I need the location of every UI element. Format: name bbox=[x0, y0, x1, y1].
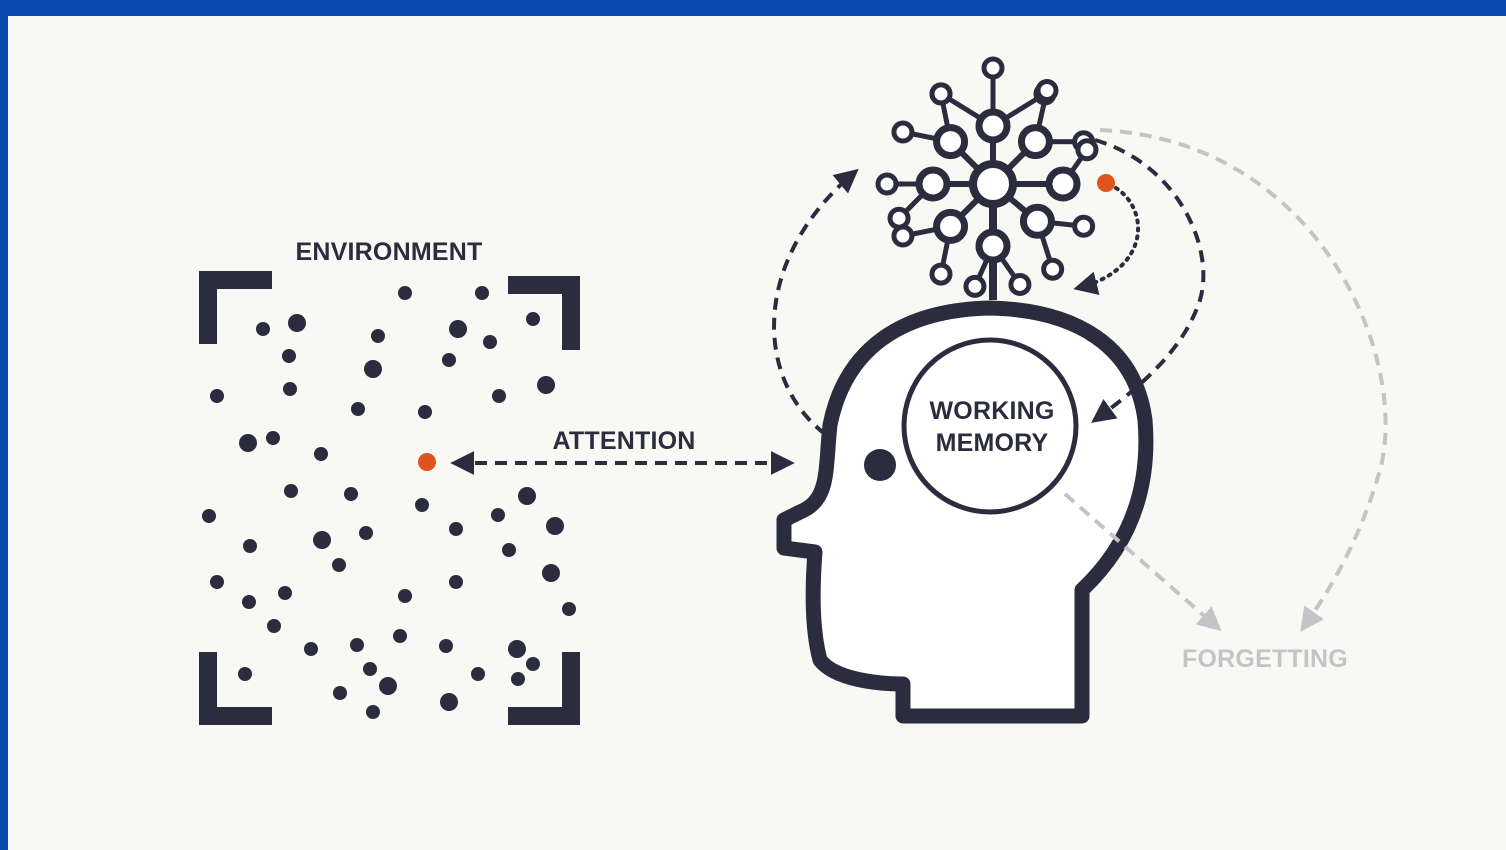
environment-dot bbox=[242, 595, 256, 609]
environment-dot bbox=[449, 320, 467, 338]
network-leaf-node bbox=[1075, 138, 1099, 162]
environment-dot bbox=[366, 705, 380, 719]
network-leaf-node bbox=[1072, 214, 1096, 238]
environment-dot bbox=[492, 389, 506, 403]
environment-dot bbox=[282, 349, 296, 363]
environment-dot bbox=[483, 335, 497, 349]
neural-network-icon bbox=[875, 56, 1099, 300]
environment-frame bbox=[199, 271, 580, 725]
environment-dot bbox=[364, 360, 382, 378]
environment-dot bbox=[351, 402, 365, 416]
environment-dot bbox=[333, 686, 347, 700]
working-memory-label-line1: WORKING bbox=[930, 397, 1055, 425]
environment-dot bbox=[379, 677, 397, 695]
environment-dot bbox=[475, 286, 489, 300]
eye-icon bbox=[864, 449, 896, 481]
environment-dot bbox=[350, 638, 364, 652]
frame-corner-bottom-right bbox=[508, 652, 580, 725]
working-memory-label-line2: MEMORY bbox=[936, 429, 1049, 457]
network-leaf-node bbox=[963, 274, 987, 298]
network-leaf-node bbox=[891, 224, 915, 248]
attention-label: ATTENTION bbox=[553, 427, 696, 455]
environment-dot bbox=[546, 517, 564, 535]
environment-dot bbox=[393, 629, 407, 643]
working-memory-forgetting-arrow bbox=[1063, 492, 1222, 632]
environment-dot bbox=[449, 522, 463, 536]
environment-dot bbox=[439, 639, 453, 653]
environment-dot bbox=[332, 558, 346, 572]
environment-dot bbox=[449, 575, 463, 589]
environment-dot bbox=[267, 619, 281, 633]
network-leaf-node bbox=[891, 120, 915, 144]
environment-label: ENVIRONMENT bbox=[296, 238, 483, 266]
environment-dot bbox=[398, 589, 412, 603]
network-node bbox=[915, 166, 951, 202]
environment-dot bbox=[518, 487, 536, 505]
network-leaf-node bbox=[1035, 78, 1059, 102]
environment-dot bbox=[202, 509, 216, 523]
environment-dot bbox=[562, 602, 576, 616]
network-node bbox=[975, 108, 1011, 144]
environment-dot bbox=[542, 564, 560, 582]
environment-dot bbox=[239, 434, 257, 452]
network-leaf-node bbox=[875, 172, 899, 196]
environment-dot bbox=[284, 484, 298, 498]
network-node bbox=[1045, 166, 1081, 202]
environment-dot bbox=[278, 586, 292, 600]
environment-dot bbox=[210, 575, 224, 589]
environment-dot bbox=[442, 353, 456, 367]
network-core-node bbox=[969, 160, 1017, 208]
network-leaf-node bbox=[929, 262, 953, 286]
long-term-forgetting-arrow bbox=[1099, 128, 1388, 632]
environment-dot bbox=[313, 531, 331, 549]
environment-dot bbox=[243, 539, 257, 553]
network-node bbox=[1019, 203, 1055, 239]
environment-dot bbox=[359, 526, 373, 540]
network-leaf-node bbox=[929, 82, 953, 106]
network-node bbox=[933, 124, 969, 160]
environment-dot bbox=[415, 498, 429, 512]
network-leaf-node bbox=[1008, 272, 1032, 296]
environment-dot bbox=[398, 286, 412, 300]
environment-dot bbox=[371, 329, 385, 343]
environment-dot bbox=[526, 312, 540, 326]
environment-dot bbox=[314, 447, 328, 461]
network-leaf-node bbox=[1041, 257, 1065, 281]
environment-dot bbox=[511, 672, 525, 686]
network-leaf-node bbox=[981, 56, 1005, 80]
environment-dot bbox=[537, 376, 555, 394]
frame-corner-bottom-left bbox=[199, 652, 272, 725]
environment-dot bbox=[363, 662, 377, 676]
environment-dots bbox=[202, 286, 576, 719]
retrieved-node bbox=[1097, 174, 1115, 192]
environment-dot bbox=[283, 382, 297, 396]
network-leaf-node bbox=[887, 206, 911, 230]
environment-dot bbox=[418, 405, 432, 419]
environment-dot bbox=[266, 431, 280, 445]
environment-dot bbox=[526, 657, 540, 671]
environment-dot bbox=[238, 667, 252, 681]
forgetting-label: FORGETTING bbox=[1182, 645, 1348, 673]
network-node bbox=[933, 208, 969, 244]
frame-corner-top-left bbox=[199, 271, 272, 344]
environment-dot bbox=[502, 543, 516, 557]
environment-dot bbox=[288, 314, 306, 332]
network-node bbox=[1017, 124, 1053, 160]
environment-dot bbox=[491, 508, 505, 522]
environment-dot bbox=[508, 640, 526, 658]
environment-dot bbox=[256, 322, 270, 336]
environment-dot bbox=[471, 667, 485, 681]
environment-dot bbox=[304, 642, 318, 656]
environment-dot bbox=[440, 693, 458, 711]
recall-loop-arrow bbox=[1073, 186, 1140, 295]
attended-dot bbox=[418, 453, 436, 471]
environment-dot bbox=[344, 487, 358, 501]
retrieve-arrow bbox=[1091, 138, 1206, 423]
network-node bbox=[975, 228, 1011, 264]
frame-corner-top-right bbox=[508, 276, 580, 350]
environment-dot bbox=[210, 389, 224, 403]
working-memory-circle bbox=[901, 337, 1079, 515]
